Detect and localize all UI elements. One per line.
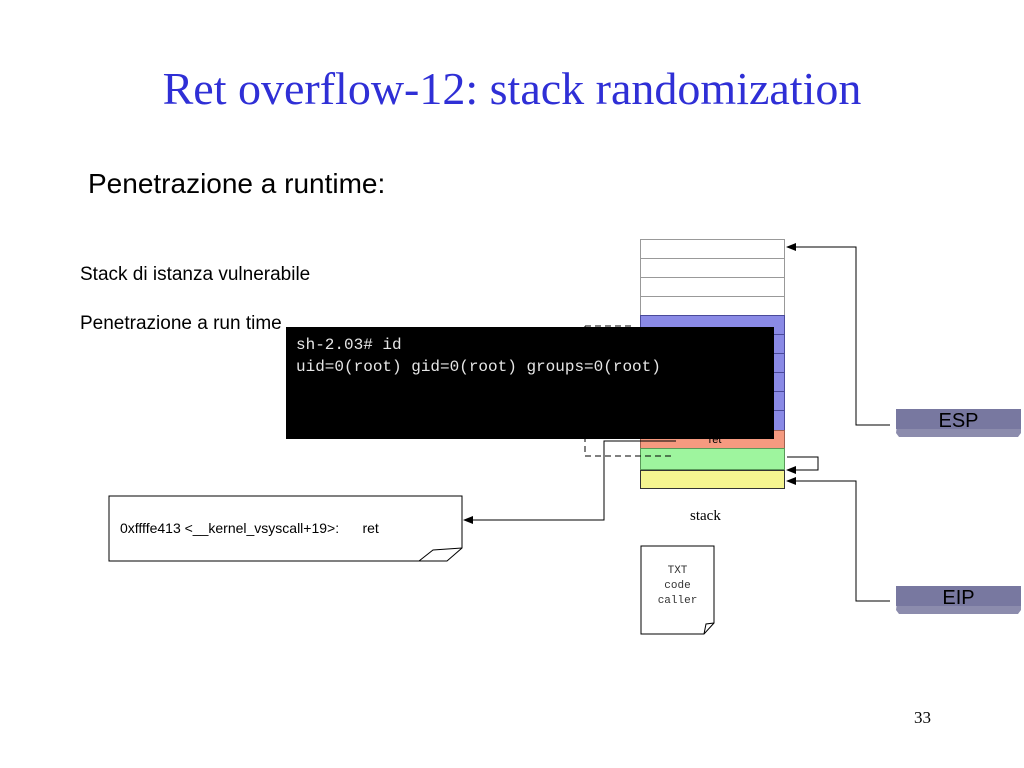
esp-label: ESP <box>938 410 979 432</box>
caller-note-box <box>640 545 715 635</box>
ret-to-note-arrow <box>463 440 676 524</box>
caller-note-text: TXT code caller <box>641 564 714 609</box>
stack-label: stack <box>690 508 721 524</box>
note-text: 0xffffe413 <__kernel_vsyscall+19>: ret <box>120 520 379 536</box>
esp-arrow <box>786 243 890 426</box>
saved-frame-link <box>786 456 819 474</box>
terminal-line: uid=0(root) gid=0(root) groups=0(root) <box>296 358 661 376</box>
stack-cell-saved <box>640 448 785 470</box>
caller-note-line: TXT <box>667 565 688 577</box>
stack-cell-caller <box>640 470 785 489</box>
caller-note-fold <box>703 622 715 635</box>
terminal-output: sh-2.03# id uid=0(root) gid=0(root) group… <box>286 327 774 439</box>
caller-note-line: code <box>664 580 691 592</box>
esp-register-box: ESP <box>896 409 1021 437</box>
note-box <box>108 495 463 562</box>
eip-register-box: EIP <box>896 586 1021 614</box>
slide-subtitle: Penetrazione a runtime: <box>88 168 386 199</box>
caller-note-line: caller <box>657 595 698 607</box>
terminal-line: sh-2.03# id <box>296 336 402 354</box>
slide-title: Ret overflow-12: stack randomization <box>162 63 862 114</box>
bullet-runtime-penetration: Penetrazione a run time <box>80 313 282 334</box>
page-number: 33 <box>914 708 931 727</box>
eip-label: EIP <box>942 587 975 609</box>
eip-box-shape <box>896 586 1021 614</box>
esp-box-shape <box>896 409 1021 437</box>
bullet-stack-instance: Stack di istanza vulnerabile <box>80 264 311 285</box>
note-box-fold <box>418 547 463 562</box>
eip-arrow <box>786 477 890 602</box>
